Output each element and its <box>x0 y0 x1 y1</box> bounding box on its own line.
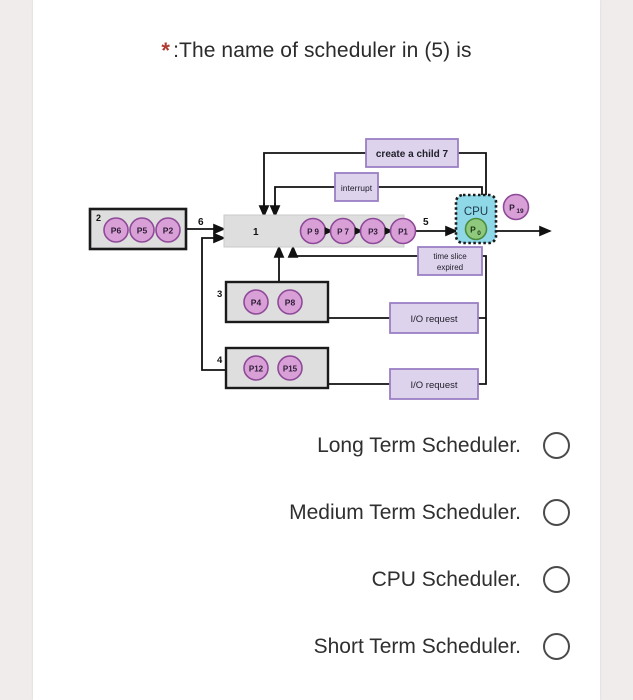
queue-2-group: 2 P6 P5 P2 <box>88 207 188 251</box>
process-chip: P15 <box>283 365 298 374</box>
queue-3-number: 3 <box>217 289 222 300</box>
process-chip: P 9 <box>307 228 319 237</box>
option-row-medium-term[interactable]: Medium Term Scheduler. <box>33 479 600 546</box>
process-chip: P3 <box>368 228 378 237</box>
option-row-long-term[interactable]: Long Term Scheduler. <box>33 412 600 479</box>
scheduler-diagram: 2 P6 P5 P2 6 1 P 9 <box>78 125 603 405</box>
option-label: Short Term Scheduler. <box>313 634 521 658</box>
radio-medium-term-scheduler[interactable] <box>543 499 570 526</box>
cpu-running-process: P <box>470 225 476 235</box>
cpu-running-process-sub: 0 <box>477 230 481 237</box>
process-chip: P1 <box>398 228 408 237</box>
process-chip: P 7 <box>337 228 349 237</box>
queue-4-group: 4 P12 P15 <box>217 346 330 390</box>
event-time-slice-expired: time slice expired <box>417 246 483 276</box>
process-chip: P4 <box>251 298 262 308</box>
event-label: I/O request <box>411 380 458 391</box>
event-label: interrupt <box>341 183 373 193</box>
edge-label-5: 5 <box>423 217 429 228</box>
edge-label-6: 6 <box>198 217 204 228</box>
event-label-line1: time slice <box>433 252 467 261</box>
option-label: CPU Scheduler. <box>371 567 521 591</box>
queue-1-number: 1 <box>253 227 259 238</box>
cpu-waiting-process-sub: 19 <box>516 208 524 215</box>
cpu-label: CPU <box>464 206 488 218</box>
process-chip-p19: P 19 <box>502 193 530 221</box>
event-create-a-child: create a child 7 <box>365 138 459 168</box>
process-chip: P6 <box>111 226 122 236</box>
radio-cpu-scheduler[interactable] <box>543 566 570 593</box>
event-io-request-upper: I/O request <box>389 302 479 334</box>
option-label: Medium Term Scheduler. <box>289 500 521 524</box>
event-interrupt: interrupt <box>334 172 379 202</box>
question-text: :The name of scheduler in (5) is <box>173 39 472 62</box>
event-label: create a child 7 <box>376 149 449 160</box>
queue-4-number: 4 <box>217 355 223 366</box>
cpu-block: CPU P 0 <box>454 193 498 245</box>
answer-options: Long Term Scheduler. Medium Term Schedul… <box>33 412 600 680</box>
option-label: Long Term Scheduler. <box>317 433 521 457</box>
cpu-waiting-process: P <box>509 203 515 213</box>
event-label: I/O request <box>411 314 458 325</box>
event-io-request-lower: I/O request <box>389 368 479 400</box>
queue-3-group: 3 P4 P8 <box>217 280 330 324</box>
radio-short-term-scheduler[interactable] <box>543 633 570 660</box>
process-chip: P5 <box>137 226 148 236</box>
required-asterisk: * <box>161 38 171 63</box>
option-row-short-term[interactable]: Short Term Scheduler. <box>33 613 600 680</box>
page-title: *:The name of scheduler in (5) is <box>33 38 600 64</box>
queue-1-group: 1 P 9 P 7 P3 P1 <box>223 214 417 248</box>
option-row-cpu[interactable]: CPU Scheduler. <box>33 546 600 613</box>
radio-long-term-scheduler[interactable] <box>543 432 570 459</box>
event-label-line2: expired <box>437 263 463 272</box>
process-chip: P12 <box>249 365 264 374</box>
queue-2-number: 2 <box>96 213 101 223</box>
process-chip: P8 <box>285 298 296 308</box>
question-card: *:The name of scheduler in (5) is <box>33 0 600 700</box>
process-chip: P2 <box>163 226 174 236</box>
